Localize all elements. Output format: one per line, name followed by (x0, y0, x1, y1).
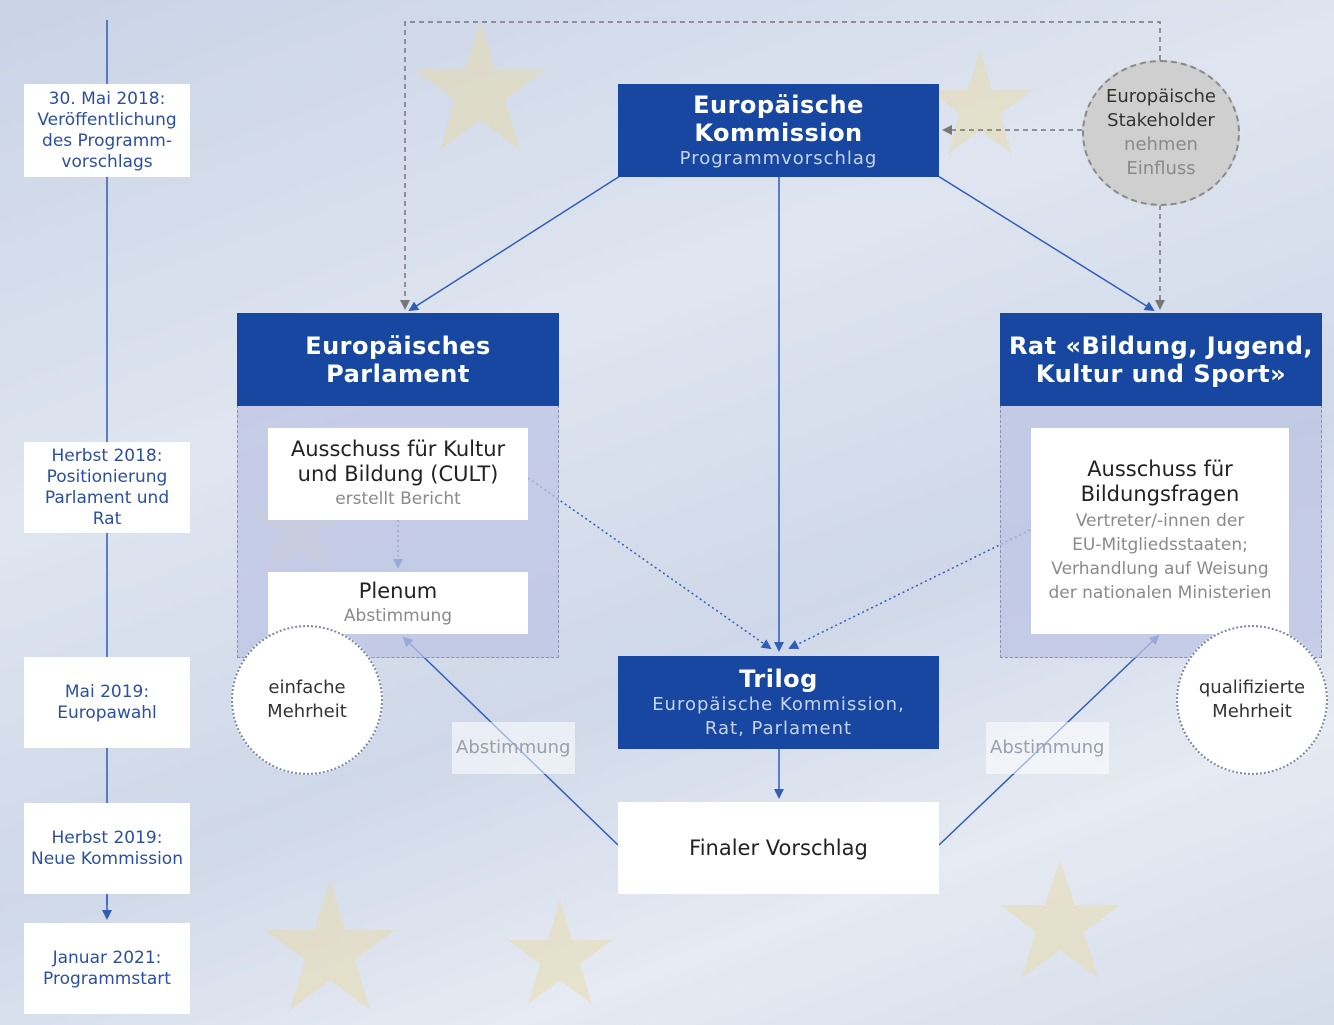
trilog-subtitle: Europäische Kommission, Rat, Parlament (652, 693, 905, 739)
stakeholder-circle: Europäische Stakeholder nehmen Einfluss (1082, 60, 1240, 206)
timeline-text: Herbst 2018: Positionierung Parlament un… (44, 445, 170, 529)
rat-box: Rat «Bildung, Jugend, Kultur und Sport» (1000, 313, 1322, 406)
einfache-mehrheit-circle: einfache Mehrheit (231, 625, 383, 775)
rat-title: Rat «Bildung, Jugend, Kultur und Sport» (1008, 331, 1314, 388)
timeline-item-mai-2018: 30. Mai 2018: Veröffentlichung des Progr… (24, 84, 190, 177)
parlament-box: Europäisches Parlament (237, 313, 559, 406)
qualifizierte-mehrheit-circle: qualifizierte Mehrheit (1176, 625, 1328, 775)
bildungsfragen-subtitle: Vertreter/-innen der EU-Mitgliedsstaaten… (1048, 511, 1272, 603)
cult-subtitle: erstellt Bericht (335, 489, 461, 509)
stakeholder-subtitle: nehmen Einfluss (1124, 134, 1198, 179)
parlament-title: Europäisches Parlament (305, 331, 491, 388)
final-title: Finaler Vorschlag (689, 835, 868, 860)
final-box: Finaler Vorschlag (618, 802, 939, 894)
timeline-text: 30. Mai 2018: Veröffentlichung des Progr… (37, 88, 177, 172)
timeline-text: Mai 2019: Europawahl (57, 681, 157, 723)
kommission-title: Europäische Kommission (693, 90, 864, 147)
stakeholder-title: Europäische Stakeholder (1105, 86, 1216, 131)
bildungsfragen-box: Ausschuss für Bildungsfragen Vertreter/-… (1031, 428, 1289, 634)
timeline-item-herbst-2018: Herbst 2018: Positionierung Parlament un… (24, 442, 190, 533)
abstimmung-label-right: Abstimmung (986, 722, 1109, 774)
einfache-mehrheit-text: einfache Mehrheit (267, 677, 347, 722)
trilog-title: Trilog (739, 664, 818, 693)
cult-title: Ausschuss für Kultur und Bildung (CULT) (290, 437, 506, 486)
timeline-item-mai-2019: Mai 2019: Europawahl (24, 657, 190, 748)
timeline-text: Herbst 2019: Neue Kommission (31, 827, 183, 869)
plenum-subtitle: Abstimmung (343, 605, 453, 626)
timeline-item-herbst-2019: Herbst 2019: Neue Kommission (24, 803, 190, 894)
kommission-box: Europäische Kommission Programmvorschlag (618, 84, 939, 177)
timeline-item-januar-2021: Januar 2021: Programmstart (24, 923, 190, 1014)
abstimmung-label-left: Abstimmung (452, 722, 575, 774)
qualifizierte-mehrheit-text: qualifizierte Mehrheit (1198, 677, 1306, 722)
plenum-box: Plenum Abstimmung (268, 572, 528, 634)
cult-box: Ausschuss für Kultur und Bildung (CULT) … (268, 428, 528, 520)
kommission-subtitle: Programmvorschlag (679, 147, 878, 169)
bildungsfragen-title: Ausschuss für Bildungsfragen (1080, 457, 1240, 506)
timeline-text: Januar 2021: Programmstart (43, 947, 171, 989)
trilog-box: Trilog Europäische Kommission, Rat, Parl… (618, 656, 939, 749)
plenum-title: Plenum (358, 578, 438, 603)
